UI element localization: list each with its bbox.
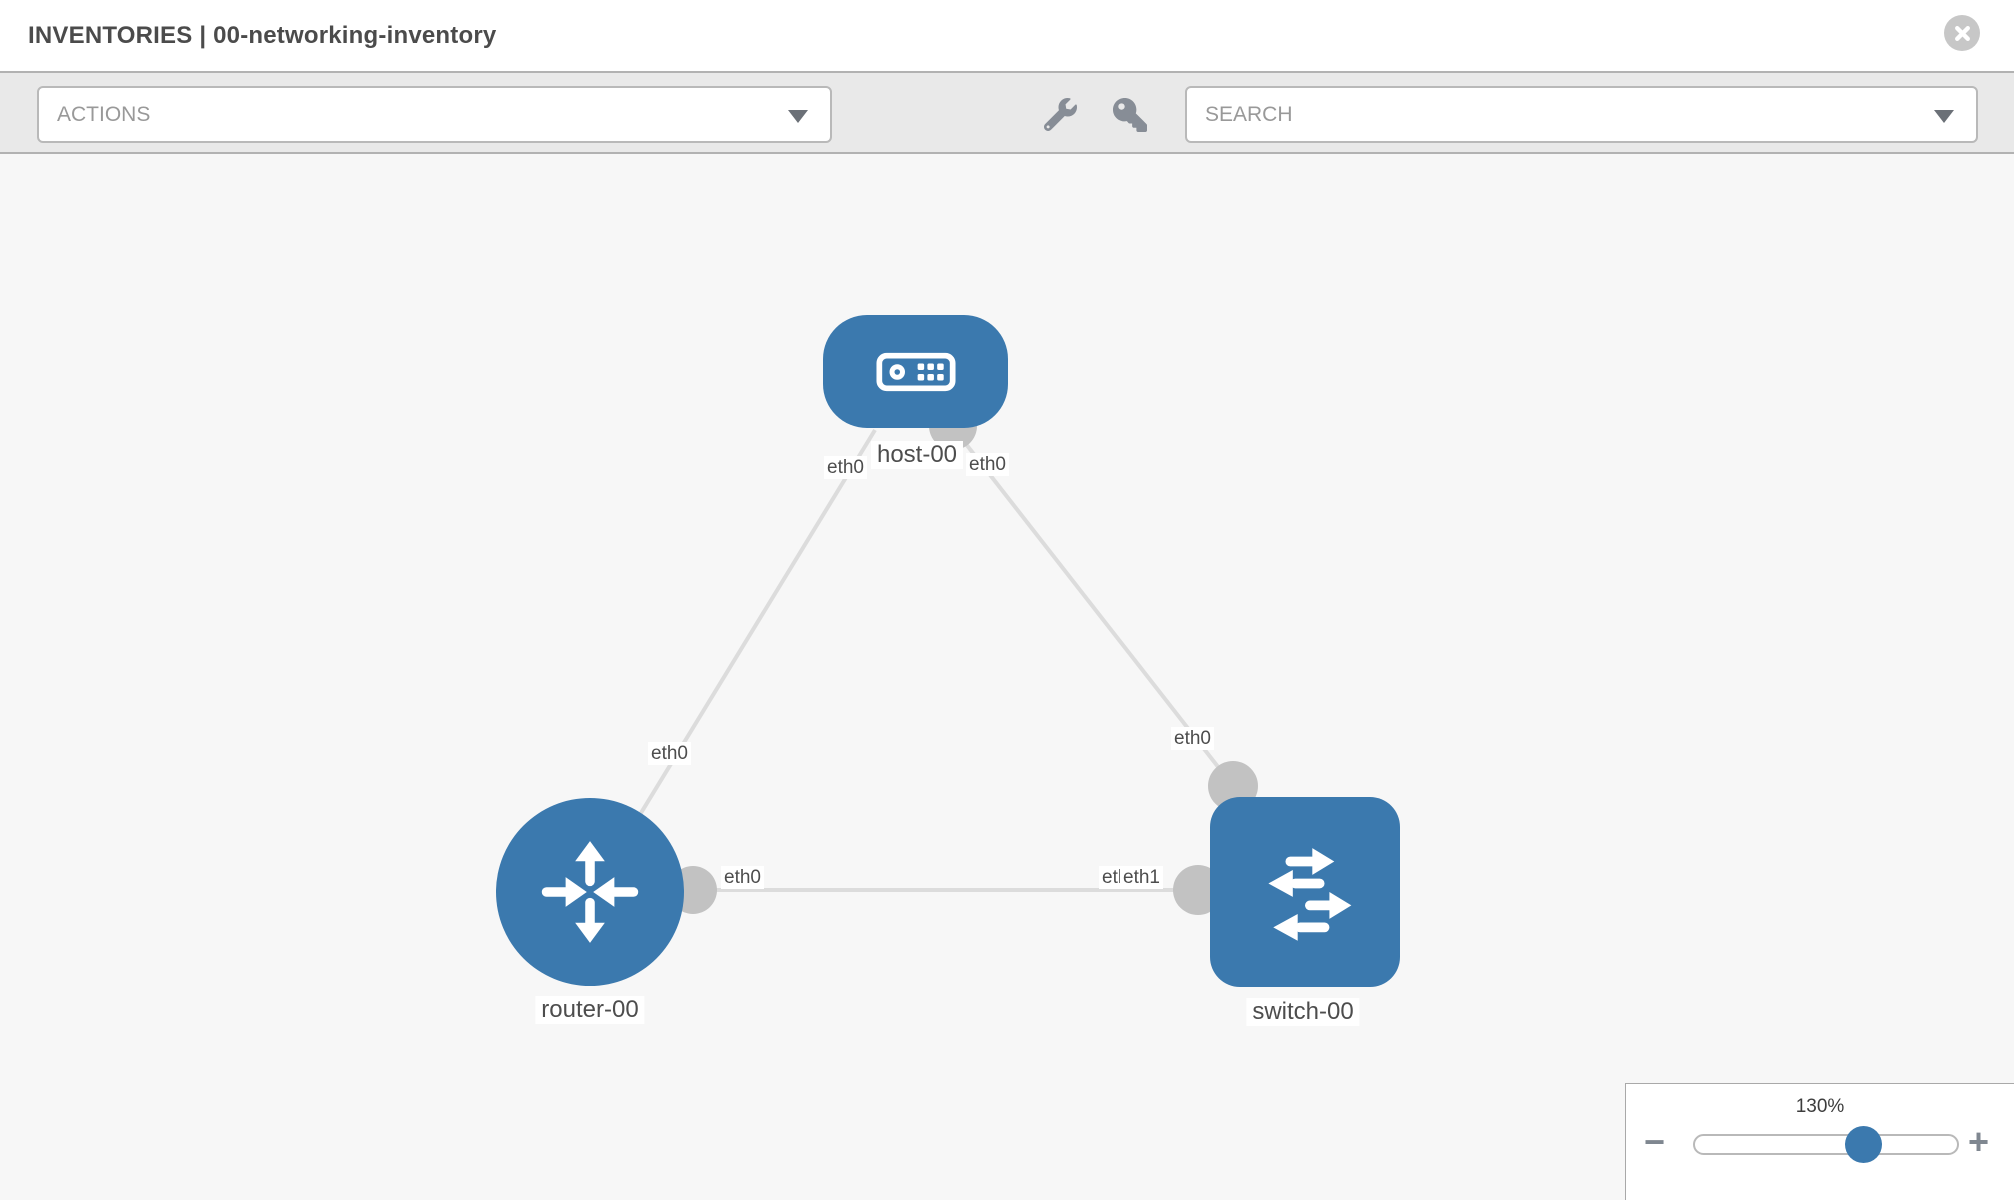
topology-canvas[interactable]: host-00 router-00 switch-00 eth0 eth0 et… xyxy=(0,154,2014,1200)
actions-dropdown-label: ACTIONS xyxy=(57,102,151,126)
interface-label: eth0 xyxy=(1171,727,1214,750)
close-button[interactable] xyxy=(1944,15,1980,51)
node-label-switch: switch-00 xyxy=(1246,998,1360,1026)
zoom-level-value: 130% xyxy=(1795,1096,1845,1117)
zoom-slider-track[interactable] xyxy=(1693,1134,1959,1155)
interface-label: eth0 xyxy=(721,866,764,889)
wrench-icon[interactable] xyxy=(1044,98,1077,131)
router-icon xyxy=(541,841,639,943)
toolbar: ACTIONS SEARCH xyxy=(0,71,2014,154)
search-dropdown[interactable]: SEARCH xyxy=(1185,86,1978,143)
link-host-switch[interactable] xyxy=(953,428,1235,788)
node-host-00[interactable] xyxy=(823,315,1008,428)
switch-icon xyxy=(1268,848,1352,941)
page-title: INVENTORIES | 00-networking-inventory xyxy=(28,21,497,49)
chevron-down-icon xyxy=(1934,109,1954,123)
actions-dropdown[interactable]: ACTIONS xyxy=(37,86,832,143)
zoom-out-button[interactable]: − xyxy=(1644,1121,1666,1162)
zoom-panel: 130% − + xyxy=(1625,1083,2014,1200)
node-label-router: router-00 xyxy=(535,996,645,1024)
host-icon xyxy=(875,352,956,391)
header: INVENTORIES | 00-networking-inventory xyxy=(0,0,2014,71)
node-switch-00[interactable] xyxy=(1210,797,1400,987)
close-icon xyxy=(1954,25,1970,41)
zoom-in-button[interactable]: + xyxy=(1968,1121,1990,1162)
interface-label: eth0 xyxy=(824,456,867,479)
zoom-slider-handle[interactable] xyxy=(1845,1126,1882,1163)
interface-label: eth0 xyxy=(648,742,691,765)
link-host-router[interactable] xyxy=(598,428,877,882)
interface-label: eth0 xyxy=(966,453,1009,476)
chevron-down-icon xyxy=(788,109,808,123)
node-router-00[interactable] xyxy=(496,798,684,986)
node-label-host: host-00 xyxy=(870,441,964,469)
toolbar-tools xyxy=(1044,86,1147,143)
interface-label: eth1 xyxy=(1120,866,1163,889)
key-icon[interactable] xyxy=(1113,97,1147,132)
search-placeholder: SEARCH xyxy=(1205,102,1293,126)
